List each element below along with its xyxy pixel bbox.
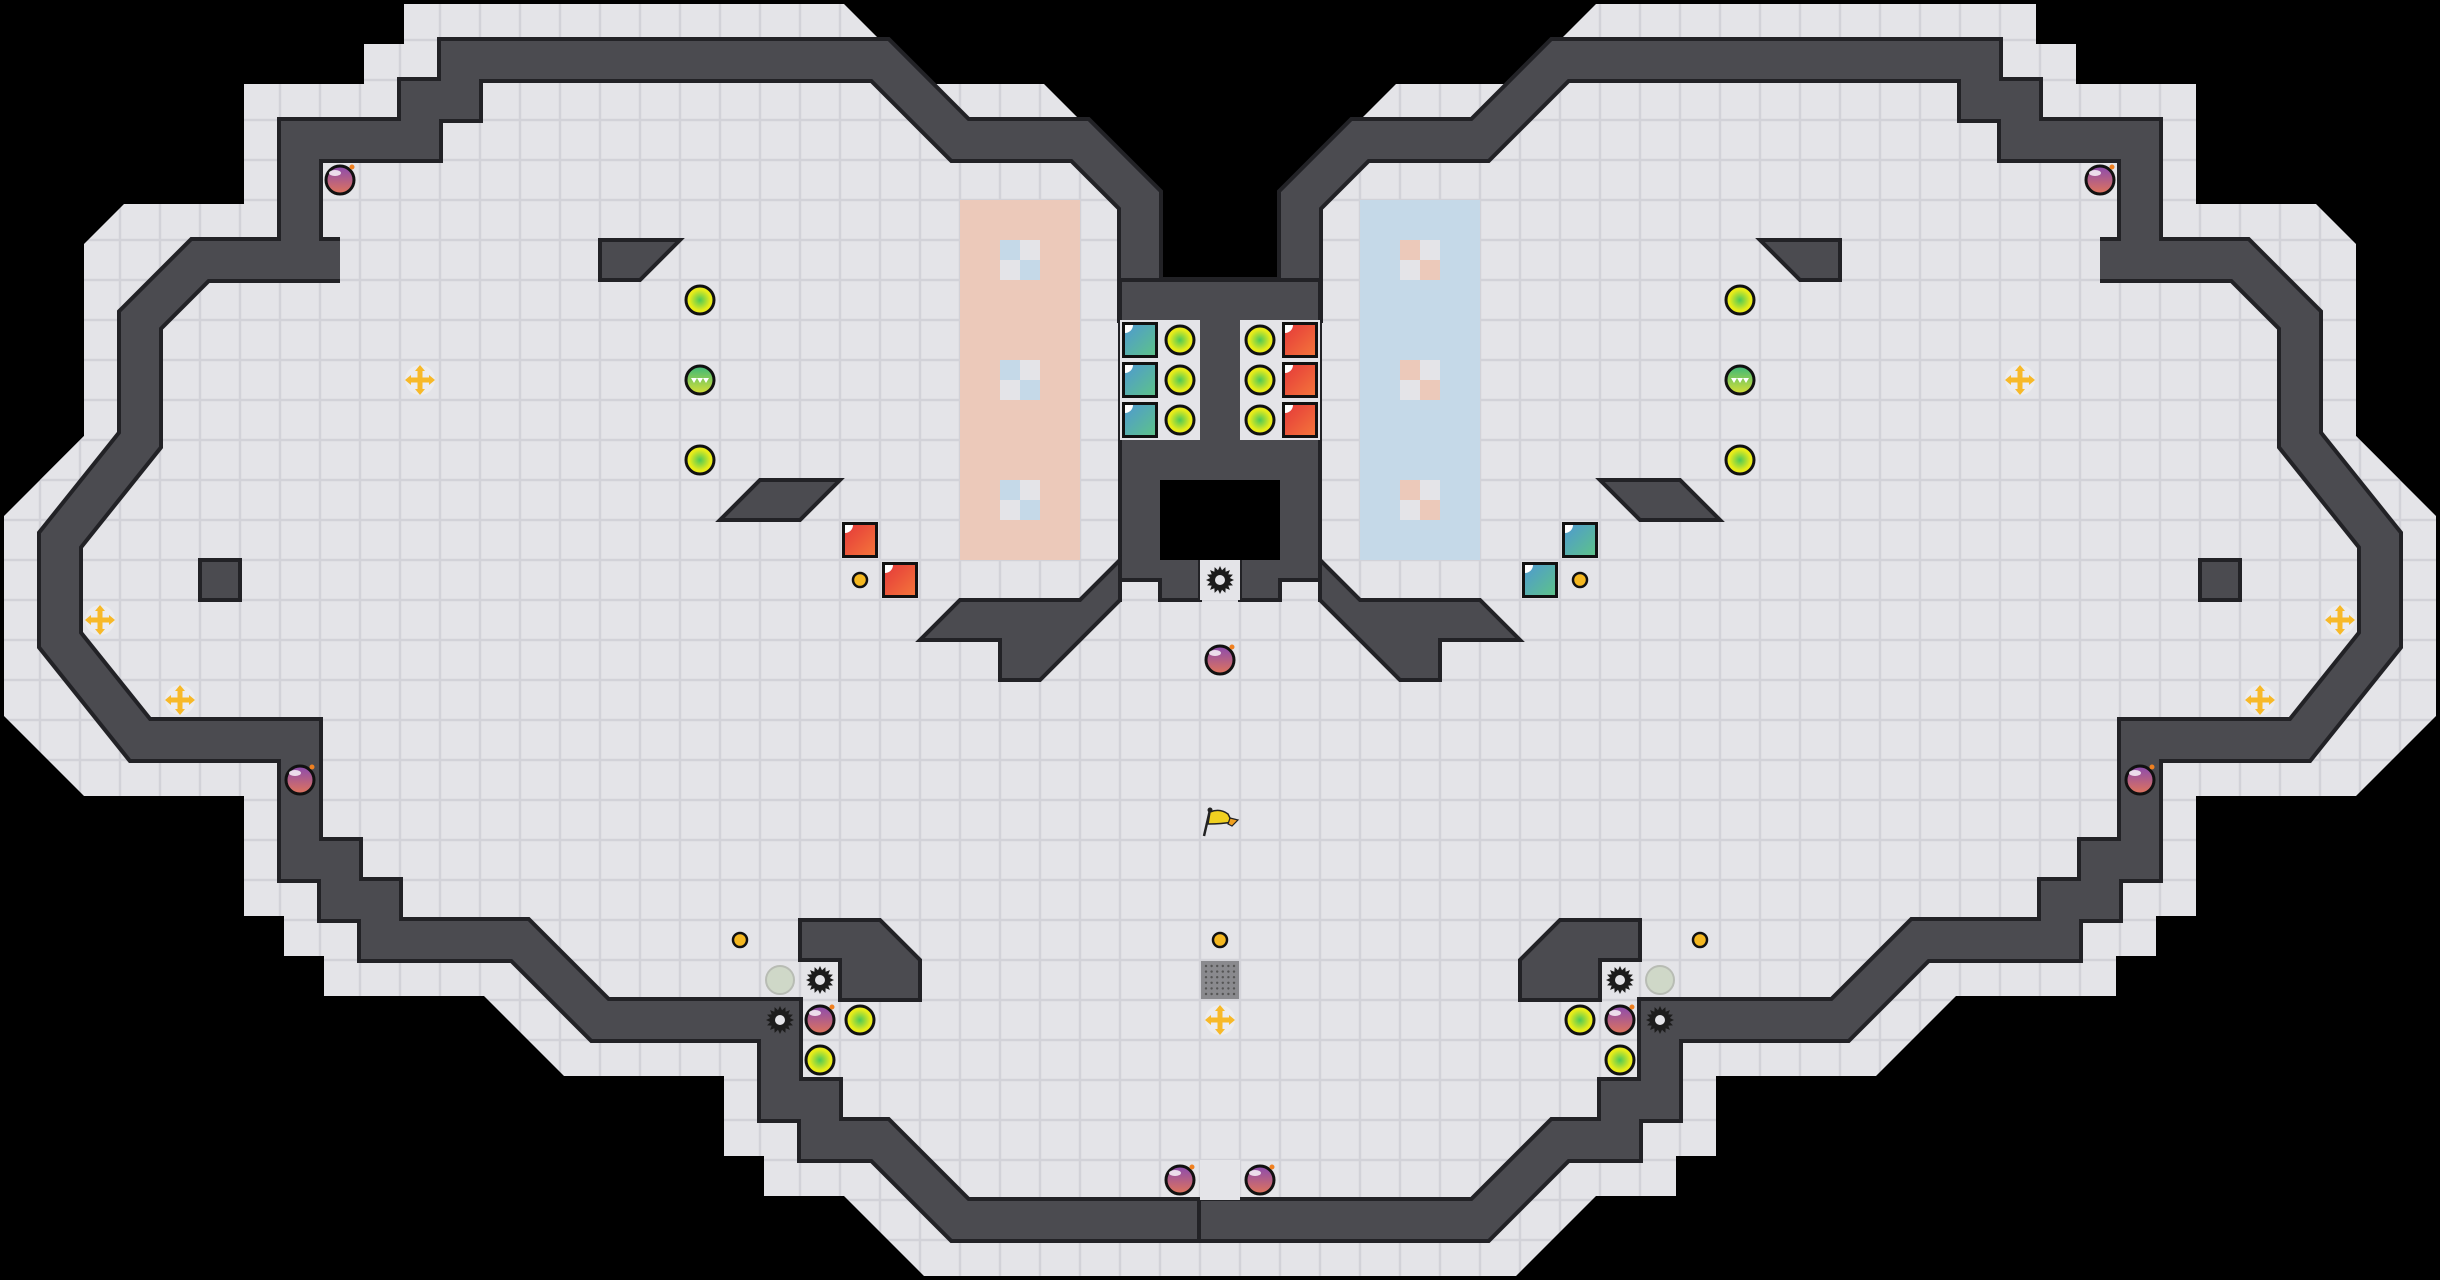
central-pit <box>1160 480 1280 560</box>
bomb-icon[interactable] <box>1604 1004 1636 1036</box>
wedge-top-right <box>1755 238 1842 282</box>
saw-blade-icon <box>806 966 834 994</box>
grate-icon <box>1201 961 1239 999</box>
item-layer <box>85 164 2355 1196</box>
red-block-icon[interactable] <box>882 562 918 598</box>
green-powerup-icon[interactable] <box>1724 364 1756 396</box>
top-notch <box>1160 0 1280 280</box>
wall-layer <box>37 37 2403 1243</box>
bomb-icon[interactable] <box>1204 644 1236 676</box>
blue-block-icon[interactable] <box>1122 322 1158 358</box>
move-arrows-icon[interactable] <box>405 365 435 395</box>
yellow-orb-icon[interactable] <box>1164 324 1196 356</box>
undefined <box>1400 240 1440 280</box>
undefined <box>1400 480 1440 520</box>
yellow-orb-icon[interactable] <box>1604 1044 1636 1076</box>
coin-icon[interactable] <box>1691 931 1709 949</box>
blue-block-icon[interactable] <box>1122 362 1158 398</box>
saw-blade-icon <box>1646 1006 1674 1034</box>
yellow-orb-icon[interactable] <box>1564 1004 1596 1036</box>
yellow-orb-icon[interactable] <box>684 284 716 316</box>
yellow-orb-icon[interactable] <box>844 1004 876 1036</box>
bomb-icon[interactable] <box>284 764 316 796</box>
yellow-orb-icon[interactable] <box>684 444 716 476</box>
red-block-icon[interactable] <box>1282 402 1318 438</box>
ghost-orb-icon <box>765 965 795 995</box>
blue-block-icon[interactable] <box>1562 522 1598 558</box>
yellow-orb-icon[interactable] <box>1244 324 1276 356</box>
undefined <box>1000 480 1040 520</box>
move-arrows-icon[interactable] <box>1205 1005 1235 1035</box>
bomb-icon[interactable] <box>1164 1164 1196 1196</box>
undefined <box>1000 360 1040 400</box>
yellow-orb-icon[interactable] <box>1724 284 1756 316</box>
saw-blade-icon <box>766 1006 794 1034</box>
pillar-right <box>2198 558 2242 602</box>
ramp-left <box>715 478 845 522</box>
ghost-orb-icon <box>1645 965 1675 995</box>
ramp-right <box>1595 478 1725 522</box>
move-arrows-icon[interactable] <box>165 685 195 715</box>
bomb-icon[interactable] <box>324 164 356 196</box>
red-block-icon[interactable] <box>842 522 878 558</box>
move-arrows-icon[interactable] <box>2245 685 2275 715</box>
move-arrows-icon[interactable] <box>2325 605 2355 635</box>
yellow-orb-icon[interactable] <box>1164 364 1196 396</box>
green-powerup-icon[interactable] <box>684 364 716 396</box>
bottom-gap <box>1200 1160 1240 1200</box>
bomb-icon[interactable] <box>1244 1164 1276 1196</box>
undefined <box>1000 240 1040 280</box>
red-block-icon[interactable] <box>1282 362 1318 398</box>
move-arrows-icon[interactable] <box>85 605 115 635</box>
pocket-wall-left <box>798 918 922 1002</box>
wedge-top-left <box>598 238 685 282</box>
bomb-icon[interactable] <box>2124 764 2156 796</box>
yellow-orb-icon[interactable] <box>1164 404 1196 436</box>
coin-icon[interactable] <box>851 571 869 589</box>
undefined <box>1400 360 1440 400</box>
flag-icon[interactable] <box>1202 807 1240 837</box>
pillar-left <box>198 558 242 602</box>
coin-icon[interactable] <box>1211 931 1229 949</box>
pocket-wall-right <box>1518 918 1642 1002</box>
bomb-icon[interactable] <box>2084 164 2116 196</box>
yellow-orb-icon[interactable] <box>804 1044 836 1076</box>
outer-wall-left <box>41 41 1239 1239</box>
yellow-orb-icon[interactable] <box>1244 364 1276 396</box>
arena-floor <box>40 40 2400 1240</box>
blue-block-icon[interactable] <box>1122 402 1158 438</box>
tower-wing-left <box>915 555 1122 682</box>
yellow-orb-icon[interactable] <box>1724 444 1756 476</box>
bomb-icon[interactable] <box>804 1004 836 1036</box>
move-arrows-icon[interactable] <box>2005 365 2035 395</box>
saw-blade-icon <box>1206 566 1234 594</box>
outer-wall-right <box>1201 41 2399 1239</box>
yellow-orb-icon[interactable] <box>1244 404 1276 436</box>
tower-wing-right <box>1318 555 1525 682</box>
saw-blade-icon <box>1606 966 1634 994</box>
coin-icon[interactable] <box>731 931 749 949</box>
zone-layer <box>960 200 1480 560</box>
blue-block-icon[interactable] <box>1522 562 1558 598</box>
floor-layer <box>4 0 2436 1276</box>
coin-icon[interactable] <box>1571 571 1589 589</box>
red-block-icon[interactable] <box>1282 322 1318 358</box>
